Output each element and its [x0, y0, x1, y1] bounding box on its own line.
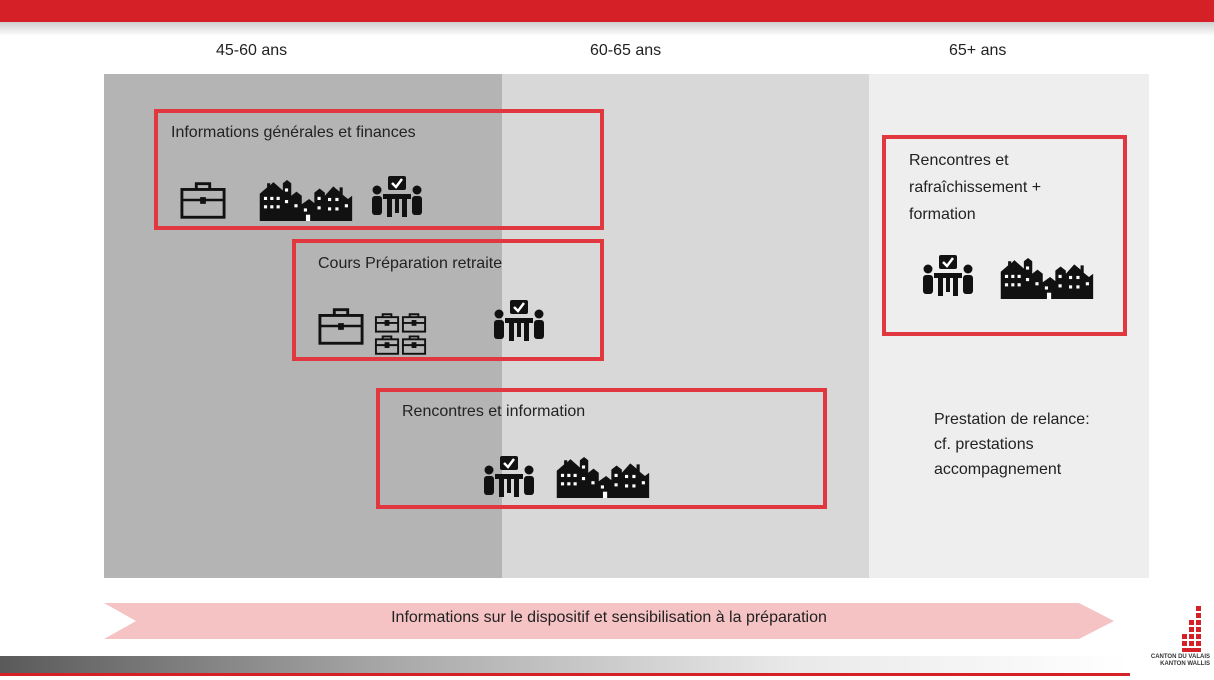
zone-65-plus	[869, 74, 1149, 578]
awareness-arrow-label: Informations sur le dispositif et sensib…	[391, 609, 827, 626]
group-meeting-icon	[492, 299, 546, 343]
relance-text-line2: cf. prestations	[934, 436, 1034, 453]
group-meeting-icon	[482, 455, 536, 499]
box-meetings-refresh-training: Rencontres et rafraîchissement + formati…	[882, 135, 1127, 336]
logo-text-line2: KANTON WALLIS	[1160, 661, 1210, 667]
top-bar-shadow	[0, 22, 1214, 36]
zone-45-60	[104, 74, 502, 578]
group-meeting-icon	[370, 175, 424, 219]
canton-valais-logo: CANTON DU VALAIS KANTON WALLIS	[1124, 604, 1210, 668]
briefcase-icon	[318, 306, 364, 346]
box-retirement-course: Cours Préparation retraite	[292, 239, 604, 361]
top-accent-bar	[0, 0, 1214, 22]
column-header-60-65: 60-65 ans	[590, 42, 662, 59]
box-general-information: Informations générales et finances	[154, 109, 604, 230]
box-meetings-information-label: Rencontres et information	[402, 403, 586, 420]
box-refresh-label-line2: rafraîchissement +	[909, 179, 1042, 196]
box-meetings-information: Rencontres et information	[376, 388, 827, 509]
column-header-45-60: 45-60 ans	[216, 42, 288, 59]
column-header-65-plus: 65+ ans	[949, 42, 1007, 59]
logo-text-line1: CANTON DU VALAIS	[1150, 654, 1210, 660]
bottom-accent-line	[0, 673, 1130, 676]
briefcases-stack-icon	[374, 312, 428, 357]
houses-icon	[259, 179, 355, 221]
canton-logo-icon	[1182, 606, 1201, 652]
relance-text-line3: accompagnement	[934, 461, 1062, 478]
box-refresh-label-line3: formation	[909, 206, 976, 223]
bottom-gradient-bar	[0, 656, 1130, 673]
briefcase-icon	[180, 180, 226, 220]
houses-icon	[556, 456, 652, 498]
relance-text-line1: Prestation de relance:	[934, 411, 1090, 428]
awareness-arrow	[104, 603, 1114, 639]
box-refresh-label-line1: Rencontres et	[909, 152, 1009, 169]
houses-icon	[1000, 257, 1096, 299]
box-retirement-course-label: Cours Préparation retraite	[318, 255, 503, 272]
group-meeting-icon	[921, 254, 975, 298]
box-general-information-label: Informations générales et finances	[171, 124, 416, 141]
